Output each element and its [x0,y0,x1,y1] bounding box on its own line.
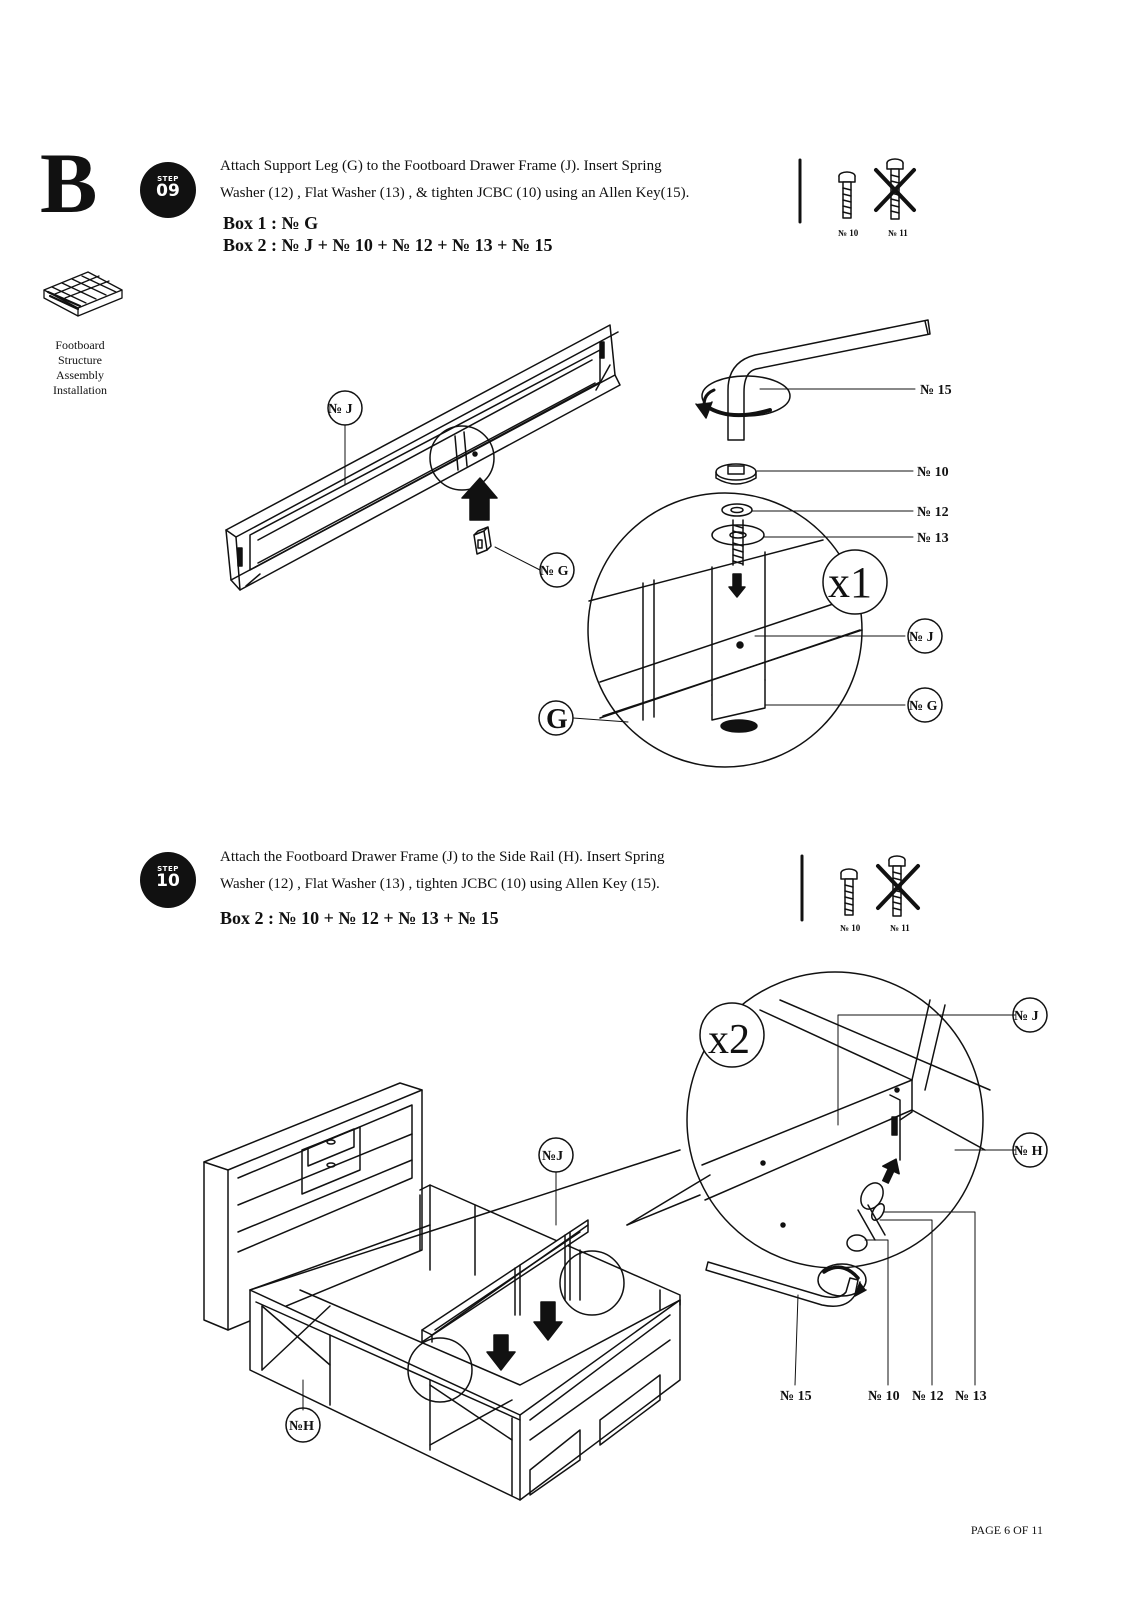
label-frame-j: № J [328,402,353,417]
callout-bubbles-step10 [285,997,1048,1443]
detail-circle-step9 [429,425,495,491]
caption-line: Structure [58,353,102,367]
detail-circle-step10-b [407,1337,473,1403]
footboard-drawer-frame-j [225,324,621,591]
label-detail-g: № G [909,699,938,714]
support-leg-g [473,526,492,555]
instruction-line: Washer (12) , Flat Washer (13) , & tight… [220,185,690,201]
step-10-badge: STEP 10 [140,852,196,908]
label-rail-h: №H [289,1419,314,1434]
hw-label-10: № 10 [840,923,861,933]
spring-washer-12 [721,503,753,517]
detail-view-step10 [626,971,991,1269]
down-arrow-icon [486,1334,516,1371]
step-number: 10 [156,871,180,891]
up-arrow-icon [882,1158,900,1184]
hardware-icons-step10: № 10 № 11 [800,854,920,933]
bed-assembly [203,1082,681,1501]
section-caption: Footboard Structure Assembly Installatio… [35,338,125,398]
label-detail-j: № J [1014,1009,1039,1024]
label-leg-g: № G [540,564,569,579]
caption-line: Assembly [56,368,104,382]
callout-leaders-step9 [344,388,916,723]
bolt-11-crossed-icon [876,855,920,917]
bolt-10-icon [838,171,856,219]
caption-line: Installation [53,383,107,397]
label-washer-13: № 13 [917,531,949,546]
section-letter: B [40,135,98,231]
bolt-10 [715,463,757,485]
allen-key-15-step10 [705,1261,867,1307]
step-number: 09 [156,181,180,201]
bolt-shank [732,519,744,566]
quantity-x1: x1 [828,558,872,607]
down-arrow-icon [728,573,746,598]
up-arrow-icon [461,477,498,521]
bolt-washers-step10 [846,1182,886,1252]
step-09-badge: STEP 09 [140,162,196,218]
callout-bubbles-step9 [327,390,943,723]
callout-labels-step10: №J № J № H №H № 15 № 10 № 12 № 13 x2 [289,1009,1043,1434]
hardware-icons-step9: № 10 № 11 [798,158,916,238]
step-09-box-list: Box 1 : № G Box 2 : № J + № 10 + № 12 + … [223,212,552,256]
step-10-box-list: Box 2 : № 10 + № 12 + № 13 + № 15 [220,907,499,929]
box-line: Box 2 : № 10 + № 12 + № 13 + № 15 [220,908,499,928]
label-detail-h: № H [1014,1144,1043,1159]
hw-label-11: № 11 [890,923,910,933]
detail-circle-step10-a [559,1250,625,1316]
step-label: STEP [157,865,179,873]
label-key-15: № 15 [780,1389,812,1404]
flat-washer-13 [711,524,765,546]
label-detail-letter: G [546,704,568,735]
caption-line: Footboard [55,338,105,352]
label-frame-j: №J [542,1149,563,1164]
instruction-line: Washer (12) , Flat Washer (13) , tighten… [220,876,660,892]
callout-labels-step9: № J № G № 15 № 10 № 12 № 13 № J № G G x1 [328,383,952,735]
footboard-frame-j-step10 [421,1219,589,1343]
bolt-11-crossed-icon [874,158,916,220]
callout-leaders-step10 [302,1014,1016,1411]
box-line: Box 2 : № J + № 10 + № 12 + № 13 + № 15 [223,235,553,255]
quantity-x2: x2 [708,1017,750,1063]
instruction-line: Attach Support Leg (G) to the Footboard … [220,158,662,174]
hw-label-11: № 11 [888,228,908,238]
label-spring-12: № 12 [912,1389,944,1404]
label-detail-j: № J [909,630,934,645]
step-09-instructions: Attach Support Leg (G) to the Footboard … [220,153,780,207]
label-washer-13: № 13 [955,1389,987,1404]
page-number: PAGE 6 OF 11 [970,1523,1043,1537]
label-spring-12: № 12 [917,505,949,520]
bolt-10-icon [840,868,858,916]
allen-key-15 [695,319,931,441]
label-key-15: № 15 [920,383,952,398]
detail-view-step9 [538,492,888,768]
step-label: STEP [157,175,179,183]
label-bolt-10: № 10 [917,465,949,480]
footboard-structure-icon [43,271,123,317]
hw-label-10: № 10 [838,228,859,238]
instruction-line: Attach the Footboard Drawer Frame (J) to… [220,849,665,865]
box-line: Box 1 : № G [223,213,319,233]
down-arrow-icon [533,1301,563,1341]
step-10-instructions: Attach the Footboard Drawer Frame (J) to… [220,844,780,898]
label-bolt-10: № 10 [868,1389,900,1404]
